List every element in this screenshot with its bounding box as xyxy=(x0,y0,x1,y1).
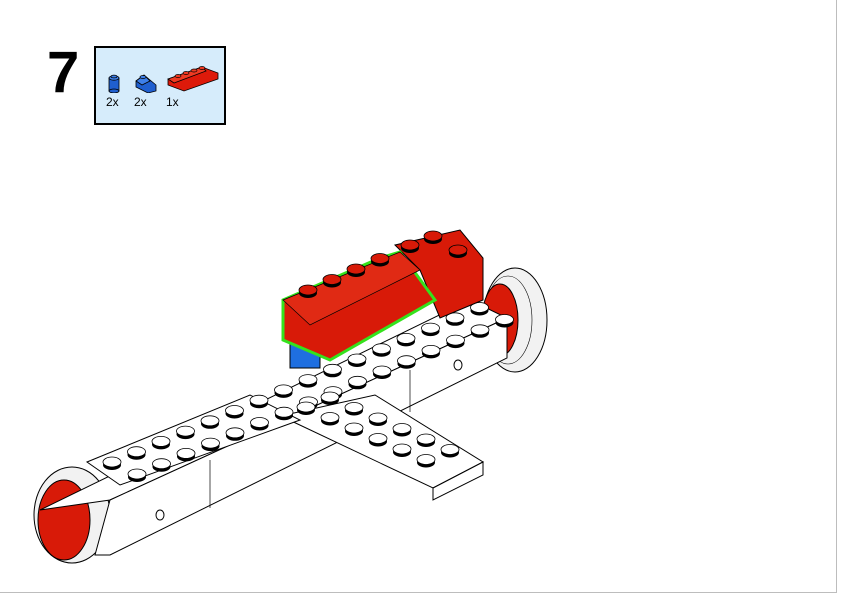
blue-round-brick-icon xyxy=(108,74,120,93)
stud xyxy=(470,324,490,338)
stud xyxy=(176,425,195,440)
stud xyxy=(200,415,220,429)
stud xyxy=(225,427,245,441)
red-slope-2x4-icon xyxy=(167,66,219,92)
red-studs xyxy=(298,230,468,298)
stud xyxy=(370,253,390,267)
stud xyxy=(372,343,391,357)
stud xyxy=(421,322,440,337)
stud xyxy=(298,284,318,298)
part-qty: 1x xyxy=(166,95,179,109)
stud xyxy=(298,374,318,388)
stud xyxy=(392,443,412,457)
stud xyxy=(423,230,443,244)
stud xyxy=(446,334,465,349)
stud xyxy=(250,417,269,431)
stud xyxy=(296,401,316,415)
stud xyxy=(274,384,293,398)
stud xyxy=(347,353,367,367)
stud xyxy=(201,437,220,452)
stud xyxy=(274,406,294,421)
stud xyxy=(495,314,514,328)
parts-callout: 2x 2x 1x xyxy=(94,46,226,125)
stud xyxy=(372,365,392,379)
stud xyxy=(368,433,388,447)
stud xyxy=(320,412,340,426)
stud xyxy=(322,274,342,288)
stud xyxy=(421,344,441,359)
part-qty: 2x xyxy=(134,95,147,109)
stud xyxy=(127,468,147,482)
stud xyxy=(320,391,340,405)
stud xyxy=(400,239,420,253)
part-qty: 2x xyxy=(106,95,119,109)
part-red-slope: 1x xyxy=(166,65,220,109)
stud xyxy=(392,423,412,437)
stud xyxy=(416,454,436,468)
blue-slope-brick-icon xyxy=(135,74,157,93)
stud xyxy=(344,402,364,416)
page-border-bottom xyxy=(0,592,837,593)
studs xyxy=(102,302,514,482)
part-blue-slope-brick: 2x xyxy=(134,71,158,109)
stud xyxy=(102,456,122,470)
stud xyxy=(445,312,465,326)
stud xyxy=(151,435,171,450)
stud xyxy=(440,444,460,458)
stud xyxy=(346,263,366,277)
stud xyxy=(225,405,244,419)
stud xyxy=(127,446,146,460)
stud xyxy=(396,332,416,347)
stud xyxy=(176,447,196,462)
step-number: 7 xyxy=(47,40,80,105)
page-border-right xyxy=(836,0,837,592)
stud xyxy=(448,244,468,258)
stud xyxy=(323,363,342,378)
part-blue-round-brick: 2x xyxy=(106,73,122,109)
stud xyxy=(249,394,269,409)
stud xyxy=(152,458,171,472)
stud xyxy=(397,355,416,369)
stud xyxy=(470,302,489,316)
stud xyxy=(344,422,364,436)
stud xyxy=(348,375,367,390)
stud xyxy=(416,433,436,447)
stud xyxy=(368,412,388,426)
